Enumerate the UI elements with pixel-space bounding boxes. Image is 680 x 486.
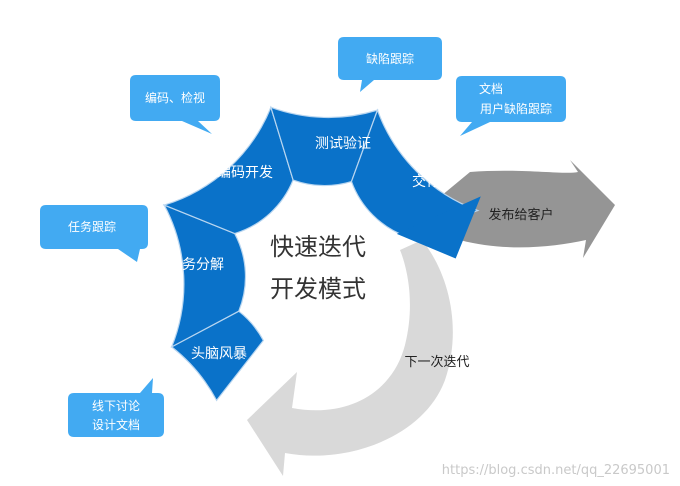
segment-coding-label: 编码开发 xyxy=(217,165,273,181)
segment-delivery-label: 交付 xyxy=(412,173,440,190)
next-iteration-label: 下一次迭代 xyxy=(404,354,469,370)
bubble-task-tracking-text: 任务跟踪 xyxy=(68,219,116,234)
center-title-line2: 开发模式 xyxy=(270,275,366,303)
center-title-line1: 快速迭代 xyxy=(270,233,366,261)
bubble-defect-tracking-text: 缺陷跟踪 xyxy=(366,51,414,66)
bubble-defect-tracking: 缺陷跟踪 xyxy=(338,37,442,92)
bubble-offline: 线下讨论 设计文档 xyxy=(68,378,164,437)
release-arrow-label: 发布给客户 xyxy=(488,207,553,223)
delivery-arrow-head xyxy=(396,196,481,259)
next-iteration-arrow xyxy=(247,240,453,476)
bubble-offline-line2: 设计文档 xyxy=(92,417,140,432)
bubble-code-review: 编码、检视 xyxy=(130,75,220,134)
bubble-task-tracking: 任务跟踪 xyxy=(40,205,148,262)
bubble-docs: 文档 用户缺陷跟踪 xyxy=(456,76,566,136)
bubble-docs-line2: 用户缺陷跟踪 xyxy=(480,101,552,116)
segment-task-breakdown-label: 任务分解 xyxy=(168,257,224,273)
watermark: https://blog.csdn.net/qq_22695001 xyxy=(441,463,670,478)
segment-brainstorm-label: 头脑风暴 xyxy=(191,346,247,362)
bubble-offline-line1: 线下讨论 xyxy=(92,399,140,413)
process-ring xyxy=(162,105,481,402)
bubble-code-review-text: 编码、检视 xyxy=(145,90,205,105)
segment-testing-label: 测试验证 xyxy=(315,136,371,152)
bubble-docs-line1: 文档 xyxy=(479,81,503,96)
segment-delivery xyxy=(350,108,480,238)
